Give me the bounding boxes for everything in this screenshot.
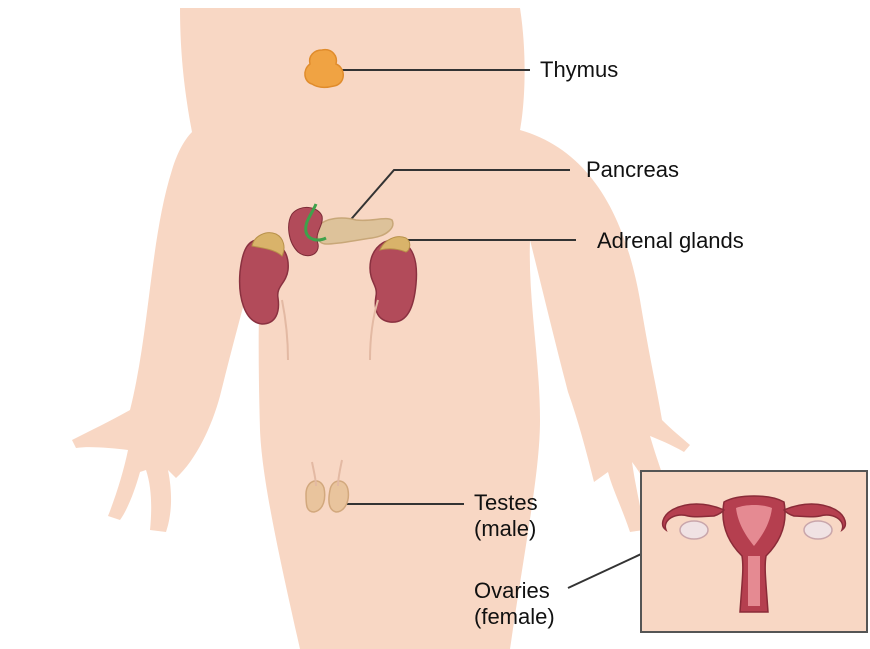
uterus-illustration: [642, 472, 866, 631]
adrenal-glands-label: Adrenal glands: [597, 228, 744, 254]
ovaries-inset: [640, 470, 868, 633]
ovaries-label-line2: (female): [474, 604, 555, 630]
testes-label: Testes (male): [474, 490, 538, 543]
left-ovary-icon: [680, 521, 708, 539]
right-kidney-icon: [370, 240, 416, 322]
testes-label-line2: (male): [474, 516, 538, 542]
testes-label-line1: Testes: [474, 490, 538, 516]
ovaries-label: Ovaries (female): [474, 578, 555, 631]
right-ovary-icon: [804, 521, 832, 539]
pancreas-label: Pancreas: [586, 157, 679, 183]
ovaries-label-line1: Ovaries: [474, 578, 555, 604]
thymus-label: Thymus: [540, 57, 618, 83]
body-silhouette: [72, 8, 690, 649]
